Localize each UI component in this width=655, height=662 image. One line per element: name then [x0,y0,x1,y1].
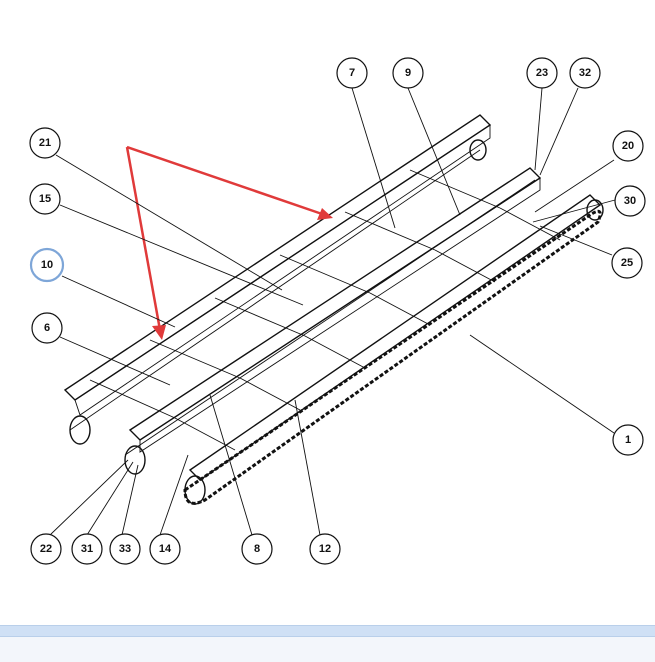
callout-33: 33 [109,533,141,565]
svg-text:32: 32 [579,67,591,79]
svg-text:9: 9 [405,67,411,79]
callout-7: 7 [336,57,368,89]
callout-9: 9 [392,57,424,89]
svg-text:6: 6 [44,322,50,334]
callout-1: 1 [612,424,644,456]
bottom-divider [0,625,655,637]
callout-32: 32 [569,57,601,89]
callout-8: 8 [241,533,273,565]
callout-10[interactable]: 10 [29,247,65,283]
leader-lines [49,87,616,536]
conveyor-assembly-drawing: 7 9 23 32 21 20 15 30 10 25 6 1 22 31 33… [29,57,646,565]
svg-text:7: 7 [349,67,355,79]
svg-text:20: 20 [622,140,634,152]
callout-20: 20 [612,130,644,162]
svg-text:33: 33 [119,543,131,555]
callout-6: 6 [31,312,63,344]
svg-text:22: 22 [40,543,52,555]
callout-31: 31 [71,533,103,565]
bottom-bar [0,625,655,662]
conveyor-frame [63,114,604,505]
svg-text:14: 14 [159,543,172,555]
callout-15: 15 [29,183,61,215]
svg-text:25: 25 [621,257,633,269]
svg-text:30: 30 [624,195,636,207]
callout-21: 21 [29,127,61,159]
annotation-arrows [125,145,333,340]
svg-text:15: 15 [39,193,51,205]
svg-text:8: 8 [254,543,260,555]
callout-23: 23 [526,57,558,89]
callout-30: 30 [614,185,646,217]
svg-text:21: 21 [39,137,51,149]
svg-text:1: 1 [625,434,631,446]
callout-14: 14 [149,533,181,565]
svg-text:23: 23 [536,67,548,79]
callout-22: 22 [30,533,62,565]
svg-text:31: 31 [81,543,93,555]
callout-25: 25 [611,247,643,279]
callout-12: 12 [309,533,341,565]
svg-text:12: 12 [319,543,331,555]
svg-text:10: 10 [41,259,53,271]
